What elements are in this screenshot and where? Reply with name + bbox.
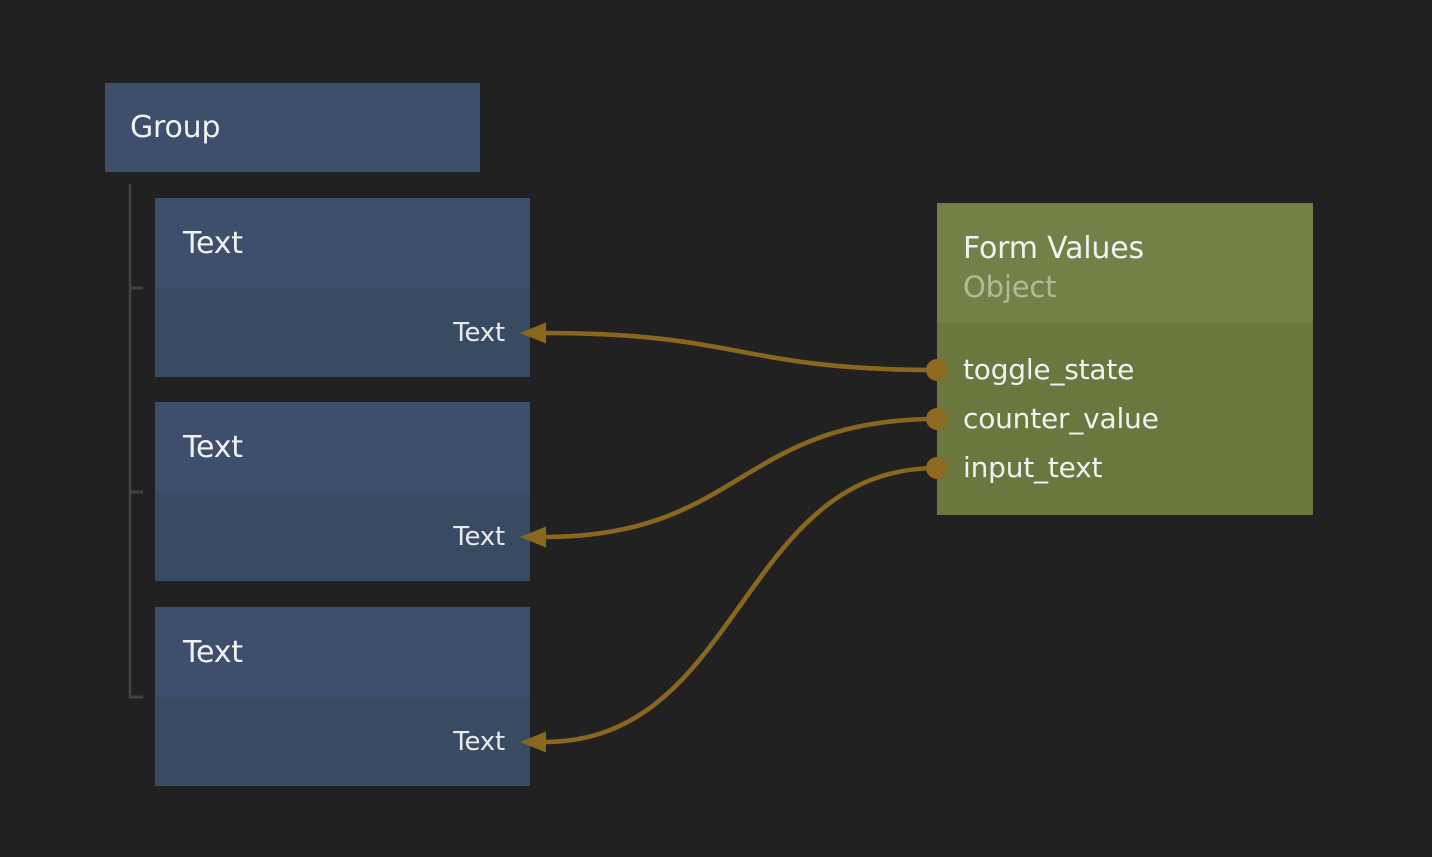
node-text-3-body: Text bbox=[155, 697, 530, 786]
input-port-label-text-3[interactable]: Text bbox=[453, 726, 505, 757]
node-text-3[interactable]: Text Text bbox=[155, 607, 530, 786]
node-text-2-body: Text bbox=[155, 492, 530, 581]
node-text-1-body: Text bbox=[155, 288, 530, 377]
output-label-toggle-state: toggle_state bbox=[963, 353, 1135, 386]
node-text-2[interactable]: Text Text bbox=[155, 402, 530, 581]
node-text-2-header[interactable]: Text bbox=[155, 402, 530, 492]
node-text-3-title: Text bbox=[183, 634, 243, 670]
output-label-counter-value: counter_value bbox=[963, 402, 1159, 435]
wire-path[interactable] bbox=[543, 416, 938, 540]
connection-counter-value-to-text-2[interactable] bbox=[520, 408, 948, 548]
node-group-title: Group bbox=[130, 110, 221, 145]
node-group-header[interactable]: Group bbox=[105, 83, 480, 172]
node-group[interactable]: Group bbox=[105, 83, 480, 172]
node-text-1-header[interactable]: Text bbox=[155, 198, 530, 288]
node-form-values[interactable]: Form Values Object toggle_state counter_… bbox=[937, 203, 1313, 515]
node-form-values-body: toggle_state counter_value input_text bbox=[937, 323, 1313, 515]
node-text-1[interactable]: Text Text bbox=[155, 198, 530, 377]
node-text-1-title: Text bbox=[183, 225, 243, 261]
output-row-toggle-state[interactable]: toggle_state bbox=[937, 345, 1313, 394]
group-tree bbox=[128, 184, 143, 699]
node-form-values-header[interactable]: Form Values Object bbox=[937, 203, 1313, 323]
input-port-label-text-1[interactable]: Text bbox=[453, 317, 505, 348]
node-text-2-title: Text bbox=[183, 429, 243, 465]
connection-input-text-to-text-3[interactable] bbox=[520, 457, 948, 753]
node-form-values-title: Form Values bbox=[963, 230, 1144, 266]
wire-path[interactable] bbox=[543, 330, 938, 373]
node-text-3-header[interactable]: Text bbox=[155, 607, 530, 697]
node-form-values-subtitle: Object bbox=[963, 269, 1057, 304]
connection-toggle-state-to-text-1[interactable] bbox=[520, 322, 948, 382]
wire-path[interactable] bbox=[543, 465, 938, 745]
output-row-input-text[interactable]: input_text bbox=[937, 443, 1313, 492]
output-row-counter-value[interactable]: counter_value bbox=[937, 394, 1313, 443]
output-label-input-text: input_text bbox=[963, 451, 1103, 484]
input-port-label-text-2[interactable]: Text bbox=[453, 521, 505, 552]
